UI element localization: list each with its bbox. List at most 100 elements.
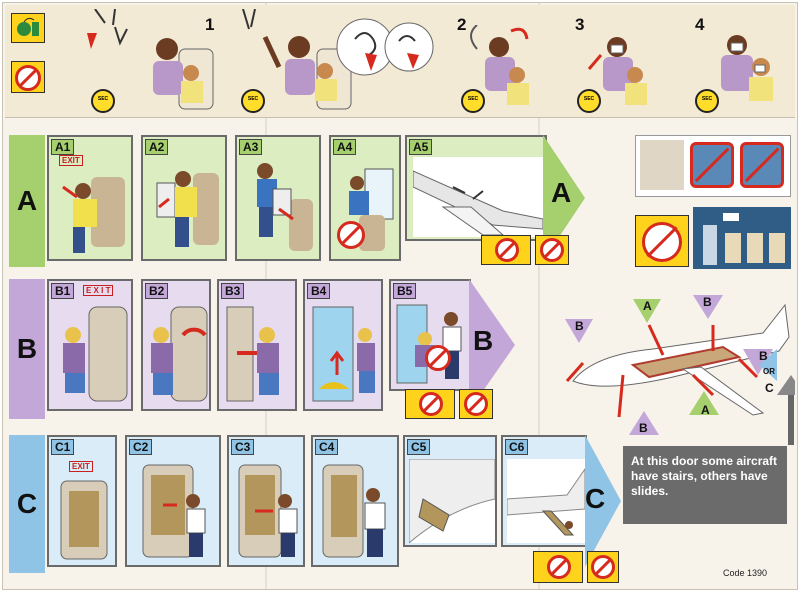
no-luggage-icon	[547, 555, 571, 579]
help-child-illustration	[721, 35, 773, 101]
diagram-tag-b: B	[759, 349, 768, 363]
no-luggage-box	[405, 389, 455, 419]
row-a-arrow-letter: A	[551, 177, 572, 208]
no-smoking-box	[535, 235, 569, 265]
timer-icon: SEC	[461, 89, 485, 113]
no-smoking-icon	[642, 222, 682, 262]
panel-c2: C2	[125, 435, 221, 567]
panel-tag: C6	[505, 439, 529, 455]
panel-c4: C4	[311, 435, 399, 567]
row-b-arrow-letter: B	[473, 325, 494, 356]
no-smoking-icon	[464, 392, 488, 416]
mask-drop-illustration	[87, 9, 214, 110]
card-code: Code 1390	[723, 568, 768, 578]
panel-c1: C1 EXIT	[47, 435, 117, 567]
timer-icon: SEC	[241, 89, 265, 113]
panel-c3: C3	[227, 435, 305, 567]
panel-tag: A2	[145, 139, 169, 155]
diagram-tag-b: B	[639, 421, 648, 435]
panel-tag: C1	[51, 439, 75, 455]
panel-a5: A5	[405, 135, 547, 241]
diagram-tag-a: A	[701, 403, 710, 417]
rotate-handle-illustration	[151, 306, 208, 402]
exit-stairs-illustration	[507, 459, 585, 543]
jump-slide-illustration	[396, 304, 462, 384]
step-number: 2	[457, 15, 467, 34]
door-c1-illustration	[60, 480, 108, 560]
panel-tag: C4	[315, 439, 339, 455]
row-letter-a: A	[9, 135, 45, 267]
panel-tag: A1	[51, 139, 75, 155]
no-luggage-box	[481, 235, 531, 265]
door-c4-illustration	[322, 464, 386, 558]
panel-tag: B5	[393, 283, 417, 299]
panel-b5: B5	[389, 279, 471, 391]
diagram-tag-or: OR	[763, 367, 775, 376]
row-a-arrow	[543, 135, 585, 261]
panel-tag: C3	[231, 439, 255, 455]
door-handle-illustration	[63, 306, 128, 402]
row-b-arrow	[469, 279, 515, 411]
diagram-tag-c: C	[765, 381, 774, 395]
row-letter-b: B	[9, 279, 45, 419]
panel-c6: C6	[501, 435, 587, 547]
diagram-tag-b: B	[703, 295, 712, 309]
panel-c5: C5	[403, 435, 497, 547]
panel-tag: C2	[129, 439, 153, 455]
stairs-slides-note: At this door some aircraft have stairs, …	[623, 446, 787, 524]
fold-line	[538, 3, 540, 589]
no-climb-icon	[337, 221, 365, 249]
no-luggage-icon	[419, 392, 443, 416]
slide-inflate-illustration	[312, 306, 375, 402]
panel-a3: A3	[235, 135, 321, 261]
panel-b1: B1 E X I T	[47, 279, 133, 411]
panel-tag: B2	[145, 283, 169, 299]
no-smoking-box	[459, 389, 493, 419]
fire-check-panel	[635, 135, 791, 197]
panel-tag: B1	[51, 283, 75, 299]
no-smoking-icon	[15, 65, 41, 91]
diagram-tag-a: A	[643, 299, 652, 313]
exit-sign: E X I T	[83, 285, 114, 296]
wing-exit-illustration	[413, 157, 543, 237]
panel-b2: B2	[141, 279, 211, 411]
oxygen-mask-strip: SEC 1 SEC 2 SEC 3	[5, 5, 795, 118]
climb-out-illustration	[349, 168, 394, 251]
panel-b4: B4	[303, 279, 383, 411]
no-luggage-box	[533, 551, 583, 583]
step-number: 1	[205, 15, 215, 34]
aircraft-exit-diagram	[565, 295, 795, 445]
no-shoes-icon	[425, 345, 451, 371]
exit-sign: EXIT	[69, 461, 93, 472]
exit-sign: EXIT	[59, 155, 83, 166]
no-luggage-icon	[495, 238, 519, 262]
panel-tag: A3	[239, 139, 263, 155]
panel-a4: A4	[329, 135, 401, 261]
check-window-icon	[640, 140, 684, 190]
push-door-illustration	[226, 306, 279, 402]
panel-tag: B3	[221, 283, 245, 299]
step-number: 3	[575, 15, 585, 34]
pull-mask-illustration	[242, 9, 434, 110]
stairs-deploy-illustration	[409, 459, 495, 543]
timer-icon: SEC	[695, 89, 719, 113]
no-smoking-icon	[540, 238, 564, 262]
panel-tag: B4	[307, 283, 331, 299]
timer-icon: SEC	[91, 89, 115, 113]
panel-tag: A4	[333, 139, 357, 155]
step-number: 4	[695, 15, 705, 34]
open-window-exit-illustration	[62, 177, 125, 253]
row-letter-c: C	[9, 435, 45, 573]
no-fire-icon	[690, 142, 734, 188]
throw-window-illustration	[257, 163, 313, 251]
panel-tag: C5	[407, 439, 431, 455]
no-smoking-box	[11, 61, 45, 93]
row-c-arrow-letter: C	[585, 483, 606, 514]
exit-lights-icon	[693, 207, 791, 269]
no-smoking-icon	[591, 555, 615, 579]
panel-b3: B3	[217, 279, 297, 411]
row-c-arrow	[585, 435, 621, 567]
panel-a2: A2	[141, 135, 227, 261]
oxygen-mask-icon	[11, 13, 45, 43]
